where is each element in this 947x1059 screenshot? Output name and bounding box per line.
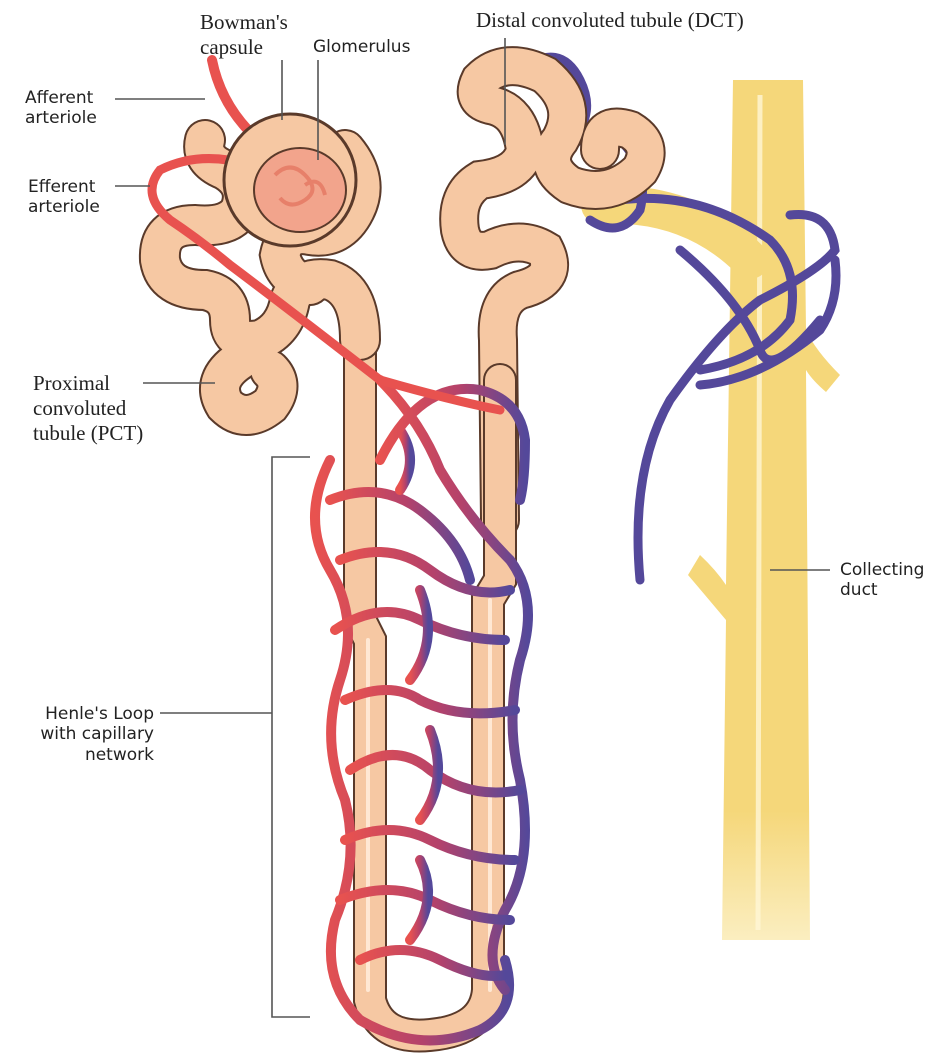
dct-label: Distal convoluted tubule (DCT): [476, 8, 744, 33]
henles-loop-tubule: [360, 330, 500, 1036]
efferent-arteriole-label: Efferent arteriole: [28, 177, 100, 218]
henles-loop-label: Henle's Loop with capillary network: [22, 704, 154, 765]
pct-label: Proximal convoluted tubule (PCT): [33, 371, 143, 447]
glomerulus-label: Glomerulus: [313, 37, 410, 57]
afferent-arteriole-label: Afferent arteriole: [25, 88, 97, 129]
bowmans-capsule-label: Bowman's capsule: [200, 10, 288, 60]
bowmans-capsule-shape: [224, 114, 356, 246]
collecting-duct-label: Collecting duct: [840, 560, 924, 601]
